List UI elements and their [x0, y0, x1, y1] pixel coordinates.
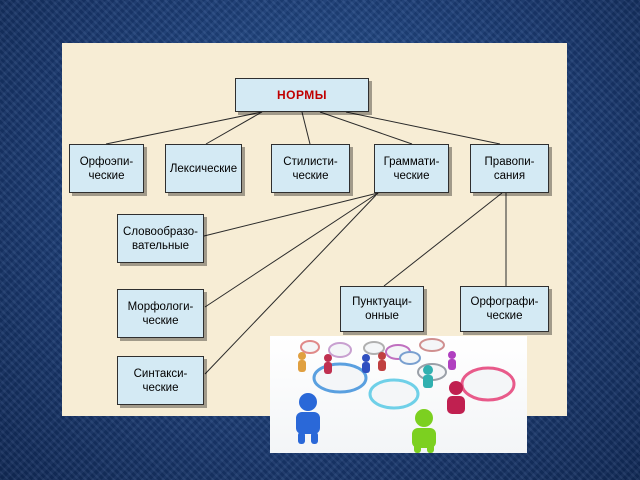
people-chat-illustration: [270, 336, 527, 453]
edge-gram-syntactic: [204, 192, 379, 375]
node-word-formation: Словообразо- вательные: [117, 214, 204, 263]
edge-root-lexical: [205, 111, 263, 145]
node-grammatical: Граммати- ческие: [374, 144, 449, 193]
node-punctuation: Пунктуаци- онные: [340, 286, 424, 332]
edge-root-stylistic: [301, 111, 311, 145]
node-morphological: Морфологи- ческие: [117, 289, 204, 338]
edge-gram-morphological: [204, 192, 379, 308]
node-lexical: Лексические: [165, 144, 242, 193]
edge-root-orthoepic: [105, 111, 263, 145]
root-node-normy: НОРМЫ: [235, 78, 369, 112]
node-orthoepic: Орфоэпи- ческие: [69, 144, 144, 193]
node-stylistic: Стилисти- ческие: [271, 144, 350, 193]
edge-gram-wordformation: [203, 192, 379, 237]
edge-root-grammatical: [319, 111, 413, 145]
edge-root-spelling: [345, 111, 501, 145]
edge-spell-punctuation: [383, 192, 503, 287]
node-syntactic: Синтакси- ческие: [117, 356, 204, 405]
node-spelling-rules: Правопи- сания: [470, 144, 549, 193]
node-orthographic: Орфографи- ческие: [460, 286, 549, 332]
people-with-speech-bubbles-image: [296, 338, 516, 453]
